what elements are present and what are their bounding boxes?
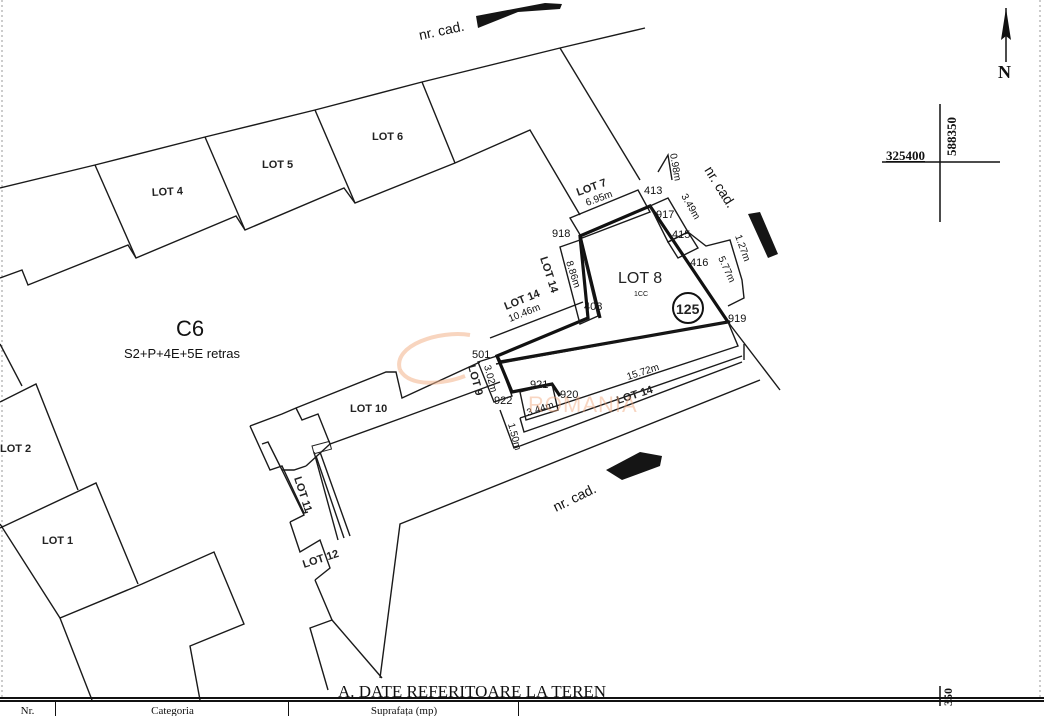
point-416: 416 (690, 257, 708, 269)
building-description: S2+P+4E+5E retras (124, 346, 240, 361)
watermark-text: ROMANIA (528, 392, 638, 417)
section-title: A. DATE REFERITOARE LA TEREN (338, 682, 606, 701)
lot10-label: LOT 10 (350, 403, 387, 415)
dim-0-98: 0.98m (667, 153, 683, 182)
road-top-label: nr. cad. (417, 18, 465, 43)
lot-row-left (0, 343, 245, 701)
lot4-label: LOT 4 (152, 185, 185, 199)
lot14-label-vertical: LOT 14 (537, 255, 560, 295)
parcel-number: 125 (676, 301, 700, 317)
road-bottom-label: nr. cad. (550, 480, 598, 515)
col-suprafata: Suprafața (mp) (288, 702, 519, 716)
grid-x-coord: 325400 (886, 148, 925, 163)
lot7-strip (568, 189, 651, 239)
lot8-sub-label: 1CC (634, 291, 648, 298)
lot-row-top (0, 81, 581, 286)
redaction-mark (748, 212, 778, 258)
lot6-label: LOT 6 (372, 131, 403, 143)
watermark: ROMANIA (397, 332, 638, 417)
land-data-table-header: Nr. Categoria Suprafața (mp) (0, 700, 1044, 716)
point-413: 413 (644, 185, 662, 197)
dim-15-72: 15.72m (626, 362, 661, 383)
lot8-annex-right (649, 152, 745, 307)
point-920: 920 (560, 389, 578, 401)
point-919: 919 (728, 313, 746, 325)
top-road-boundary (0, 27, 646, 189)
parcel-number-circle (672, 292, 704, 324)
grid-y-coord: 588350 (944, 117, 959, 156)
road-label-top: nr. cad. (417, 3, 562, 43)
point-408: 408 (584, 301, 602, 313)
lot2-label: LOT 2 (0, 443, 31, 455)
lot5-label: LOT 5 (262, 159, 293, 171)
grid-cross: 325400 588350 (882, 104, 1000, 222)
north-arrow: N (998, 8, 1011, 82)
lot14-strips (489, 239, 743, 433)
lot8-parcel (494, 204, 731, 364)
road-label-bottom: nr. cad. (550, 452, 662, 515)
col-nr: Nr. (20, 705, 35, 716)
dim-1-50: 1.50m (505, 422, 523, 452)
col-categoria: Categoria (55, 702, 289, 716)
redaction-mark (476, 3, 562, 28)
point-501: 501 (472, 349, 490, 361)
col-mentiuni (518, 702, 1044, 716)
lot12-label: LOT 12 (301, 548, 340, 571)
bottom-road-boundary (379, 321, 781, 679)
dim-3-49: 3.49m (678, 192, 701, 222)
dim-8-86: 8.86m (563, 260, 582, 290)
lot9-strip (477, 355, 562, 449)
lot10-11-12-cluster (249, 361, 501, 691)
road-right-label: nr. cad. (701, 163, 739, 210)
lot1-label: LOT 1 (42, 535, 73, 547)
redaction-mark (606, 452, 662, 480)
point-918: 918 (552, 228, 570, 240)
point-415: 415 (672, 229, 690, 241)
building-id: C6 (176, 316, 204, 341)
lot8-label: LOT 8 (618, 270, 662, 287)
north-label: N (998, 62, 1011, 82)
dim-5-77: 5.77m (715, 255, 737, 285)
point-917: 917 (656, 209, 674, 221)
